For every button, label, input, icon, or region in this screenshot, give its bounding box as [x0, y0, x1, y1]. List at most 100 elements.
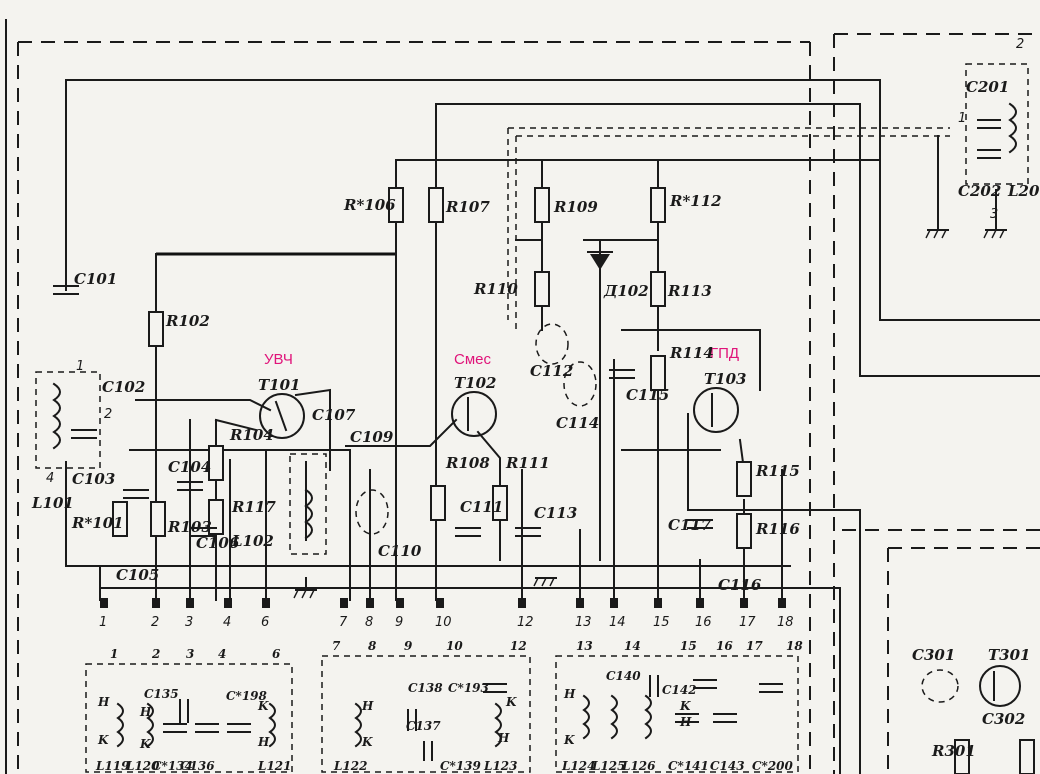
filter-pin-right-14: 14 [624, 639, 641, 653]
inductor-l125 [610, 694, 618, 740]
connector-pin-3: 3 [185, 598, 194, 630]
label-c104: C104 [168, 458, 211, 476]
capacitor-c117 [687, 519, 713, 529]
label-t103: T103 [704, 370, 746, 388]
filter-pin-middle-7: 7 [332, 639, 341, 653]
pin-label: 8 [365, 615, 373, 630]
capacitor-c112 [535, 323, 569, 365]
pin-label: 18 [777, 615, 794, 630]
filter-pin-left-1: 1 [110, 647, 118, 661]
filter-label-right: C143 [710, 759, 745, 773]
label-c115: C115 [626, 386, 669, 404]
capacitor-c115 [609, 369, 635, 379]
resistor-r106 [388, 187, 404, 223]
filter-label-middle: C138 [408, 681, 443, 695]
filter-label-middle: C*139 [440, 759, 482, 773]
label-c106: C106 [196, 534, 240, 552]
bottom-filter-boxes [85, 655, 799, 773]
label-c110: C110 [378, 542, 422, 560]
pin-label: 10 [435, 615, 452, 630]
l101-screen [35, 371, 101, 469]
coil-pin-1: 1 [958, 111, 966, 126]
resistor-r104 [208, 445, 224, 481]
winding-mark-left: K [139, 737, 151, 751]
label-r111: R111 [505, 454, 550, 472]
pin-label: 4 [223, 615, 231, 630]
label-r109: R109 [553, 198, 598, 216]
label-r114: R114 [669, 344, 714, 362]
label-c116: C116 [718, 576, 762, 594]
filter-pin-left-6: 6 [272, 647, 281, 661]
filter-pin-middle-8: 8 [368, 639, 377, 653]
filter-label-middle: L122 [333, 759, 368, 773]
pin-label: 3 [185, 615, 193, 630]
filter-label-right: C*200 [752, 759, 794, 773]
resistor-r112 [650, 187, 666, 223]
inductor-symbols [35, 63, 1029, 555]
filter-pin-middle-12: 12 [510, 639, 527, 653]
label-c109: C109 [350, 428, 394, 446]
filter-box-left [85, 663, 293, 773]
label-l101: L101 [31, 494, 74, 512]
l201-screen [965, 63, 1029, 185]
winding-mark-right: H [563, 687, 576, 701]
filter-label-right: L125 [591, 759, 626, 773]
filter-pin-right-16: 16 [716, 639, 733, 653]
winding-mark-left: H [257, 735, 270, 749]
winding-mark-left: H [97, 695, 110, 709]
winding-mark-right: K [679, 699, 691, 713]
connector-pin-8: 8 [365, 598, 374, 630]
filter-label-middle: L123 [483, 759, 518, 773]
filter-label-right: L124 [561, 759, 596, 773]
resistor-r115 [736, 461, 752, 497]
label-r301: R301 [931, 742, 976, 760]
resistor-r116 [736, 513, 752, 549]
filter-label-right: C140 [606, 669, 641, 683]
label-c111: C111 [460, 498, 503, 516]
connector-pin-12: 12 [517, 598, 534, 630]
label-r107: R107 [445, 198, 490, 216]
label-r116: R116 [755, 520, 800, 538]
inductor-l126 [644, 694, 652, 740]
label-r108: R108 [445, 454, 490, 472]
capacitor-c111 [455, 527, 481, 537]
label-r110: R110 [473, 280, 518, 298]
label-c114: C114 [556, 414, 599, 432]
transistor-t102 [451, 391, 497, 437]
capacitor-c103 [71, 429, 97, 439]
inductor-l123 [494, 702, 502, 748]
filter-label-middle: C*193 [448, 681, 489, 695]
resistor-r101 [112, 501, 128, 537]
filter-label-left: L119 [95, 759, 130, 773]
filter-pin-left-4: 4 [218, 647, 226, 661]
label-r112: R*112 [669, 192, 722, 210]
filter-label-right: L126 [621, 759, 656, 773]
pin-label: 15 [653, 615, 670, 630]
label-c105: C105 [116, 566, 159, 584]
label-r104: R104 [229, 426, 274, 444]
label-l201: L201 [1007, 182, 1040, 200]
inductor-l101 [52, 382, 61, 450]
label-c107: C107 [312, 406, 356, 424]
label-c112: C112 [530, 362, 573, 380]
stage-label-lo: ГПД [710, 345, 739, 362]
inductor-l201 [1008, 102, 1017, 154]
filter-label-left: L120 [125, 759, 160, 773]
connector-pin-9: 9 [395, 598, 404, 630]
winding-mark-left: H [139, 705, 152, 719]
label-c202: C202 [958, 182, 1001, 200]
connector-pin-13: 13 [575, 598, 592, 630]
filter-pin-right-17: 17 [746, 639, 763, 653]
filter-label-middle: C137 [406, 719, 441, 733]
label-t102: T102 [454, 374, 496, 392]
l101-pin-1: 1 [76, 359, 84, 374]
pin-label: 6 [261, 615, 269, 630]
resistor-r111 [492, 485, 508, 521]
resistor-r114 [650, 355, 666, 391]
pin-label: 14 [609, 615, 626, 630]
connector-pin-6: 6 [261, 598, 270, 630]
transistor-t301 [979, 665, 1021, 707]
pin-label: 2 [151, 615, 159, 630]
